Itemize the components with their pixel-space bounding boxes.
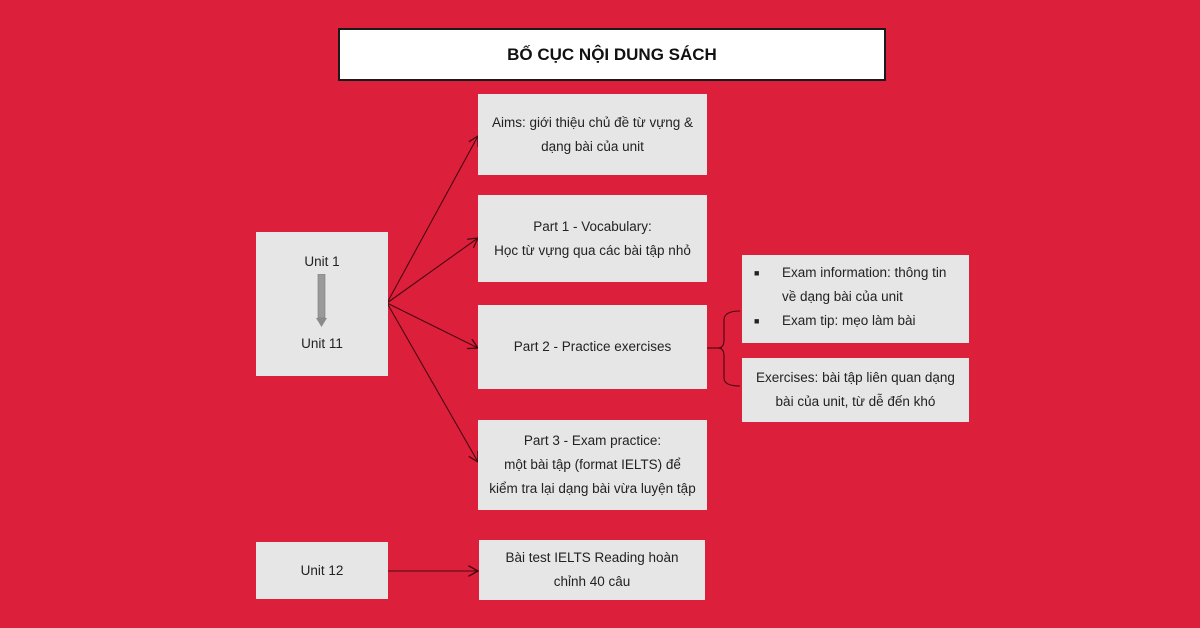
part1-box: Part 1 - Vocabulary: Học từ vựng qua các… [478, 195, 707, 282]
part3-box: Part 3 - Exam practice: một bài tập (for… [478, 420, 707, 510]
final-test-line1: Bài test IELTS Reading hoàn [505, 550, 679, 565]
aims-line1: Aims: giới thiệu chủ đề từ vựng & [491, 114, 694, 130]
unit-start-label: Unit 1 [304, 254, 340, 269]
exercises-line1: Exercises: bài tập liên quan dạng [756, 370, 955, 385]
part1-line1: Part 1 - Vocabulary: [533, 218, 652, 234]
part1-line2: Học từ vựng qua các bài tập nhỏ [494, 242, 691, 258]
part2-line1: Part 2 - Practice exercises [513, 339, 672, 354]
page-title: BỐ CỤC NỘI DUNG SÁCH [338, 28, 886, 81]
aims-line2: dạng bài của unit [541, 138, 644, 154]
part3-line3: kiểm tra lại dạng bài vừa luyện tập [489, 481, 696, 496]
bullet1-line1: Exam information: thông tin [782, 265, 947, 280]
unit-12-label: Unit 12 [300, 562, 344, 578]
bullet2-line1: Exam tip: mẹo làm bài [782, 313, 916, 328]
unit-12-box: Unit 12 [256, 542, 388, 599]
bullet-icon: ■ [754, 316, 760, 326]
bullet-item: ■ Exam information: thông tin về dạng bà… [754, 261, 959, 309]
part3-line1: Part 3 - Exam practice: [523, 433, 662, 448]
down-arrow-icon [316, 274, 327, 327]
part3-line2: một bài tập (format IELTS) để [504, 457, 681, 472]
aims-box: Aims: giới thiệu chủ đề từ vựng & dạng b… [478, 94, 707, 175]
bullet-icon: ■ [754, 268, 760, 278]
unit-end-label: Unit 11 [301, 336, 343, 351]
exercises-line2: bài của unit, từ dễ đến khó [775, 394, 936, 409]
final-test-line2: chỉnh 40 câu [553, 574, 631, 589]
final-test-box: Bài test IELTS Reading hoàn chỉnh 40 câu [479, 540, 705, 600]
part2-details-box: ■ Exam information: thông tin về dạng bà… [742, 255, 969, 343]
exercises-box: Exercises: bài tập liên quan dạng bài củ… [742, 358, 969, 422]
bullet1-line2: về dạng bài của unit [782, 289, 903, 304]
part2-box: Part 2 - Practice exercises [478, 305, 707, 389]
bullet-item: ■ Exam tip: mẹo làm bài [754, 309, 959, 333]
